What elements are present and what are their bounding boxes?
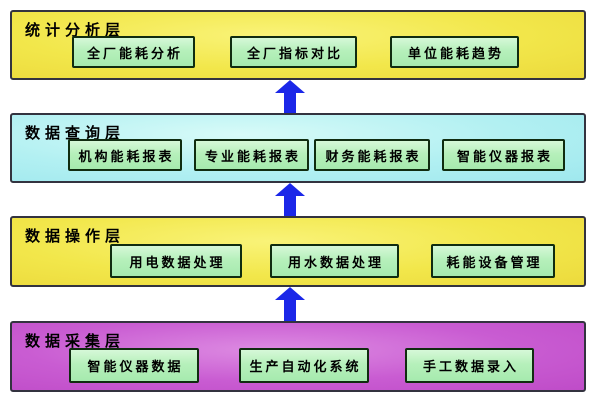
data-collection-layer: 数据采集层智能仪器数据 生产自动化系统 手工数据录入 <box>10 321 586 392</box>
data-operation-layer: 数据操作层用电数据处理用水数据处理耗能设备管理 <box>10 216 586 287</box>
layer-title: 数据操作层 <box>25 227 126 245</box>
statistical-analysis-layer: 统计分析层全厂能耗分析 全厂指标对比 单位能耗趋势 <box>10 10 586 80</box>
up-arrow-icon <box>275 80 305 113</box>
data-query-layer: 数据查询层机构能耗报表专业能耗报表财务能耗报表智能仪器报表 <box>10 113 586 183</box>
module-box: 财务能耗报表 <box>314 139 430 171</box>
module-box: 单位能耗趋势 <box>390 36 519 68</box>
layer-title: 数据采集层 <box>25 332 126 350</box>
module-box: 用水数据处理 <box>270 244 399 278</box>
module-box: 机构能耗报表 <box>68 139 182 171</box>
layer-title: 统计分析层 <box>25 21 126 39</box>
up-arrow-icon <box>275 287 305 321</box>
module-box: 用电数据处理 <box>110 244 242 278</box>
module-box: 生产自动化系统 <box>239 348 369 383</box>
module-box: 手工数据录入 <box>405 348 534 383</box>
module-box: 全厂指标对比 <box>230 36 357 68</box>
module-box: 智能仪器报表 <box>442 139 565 171</box>
module-box: 智能仪器数据 <box>69 348 199 383</box>
up-arrow-icon <box>275 183 305 216</box>
module-box: 全厂能耗分析 <box>72 36 195 68</box>
module-box: 专业能耗报表 <box>194 139 309 171</box>
module-box: 耗能设备管理 <box>431 244 555 278</box>
layer-title: 数据查询层 <box>25 124 126 142</box>
